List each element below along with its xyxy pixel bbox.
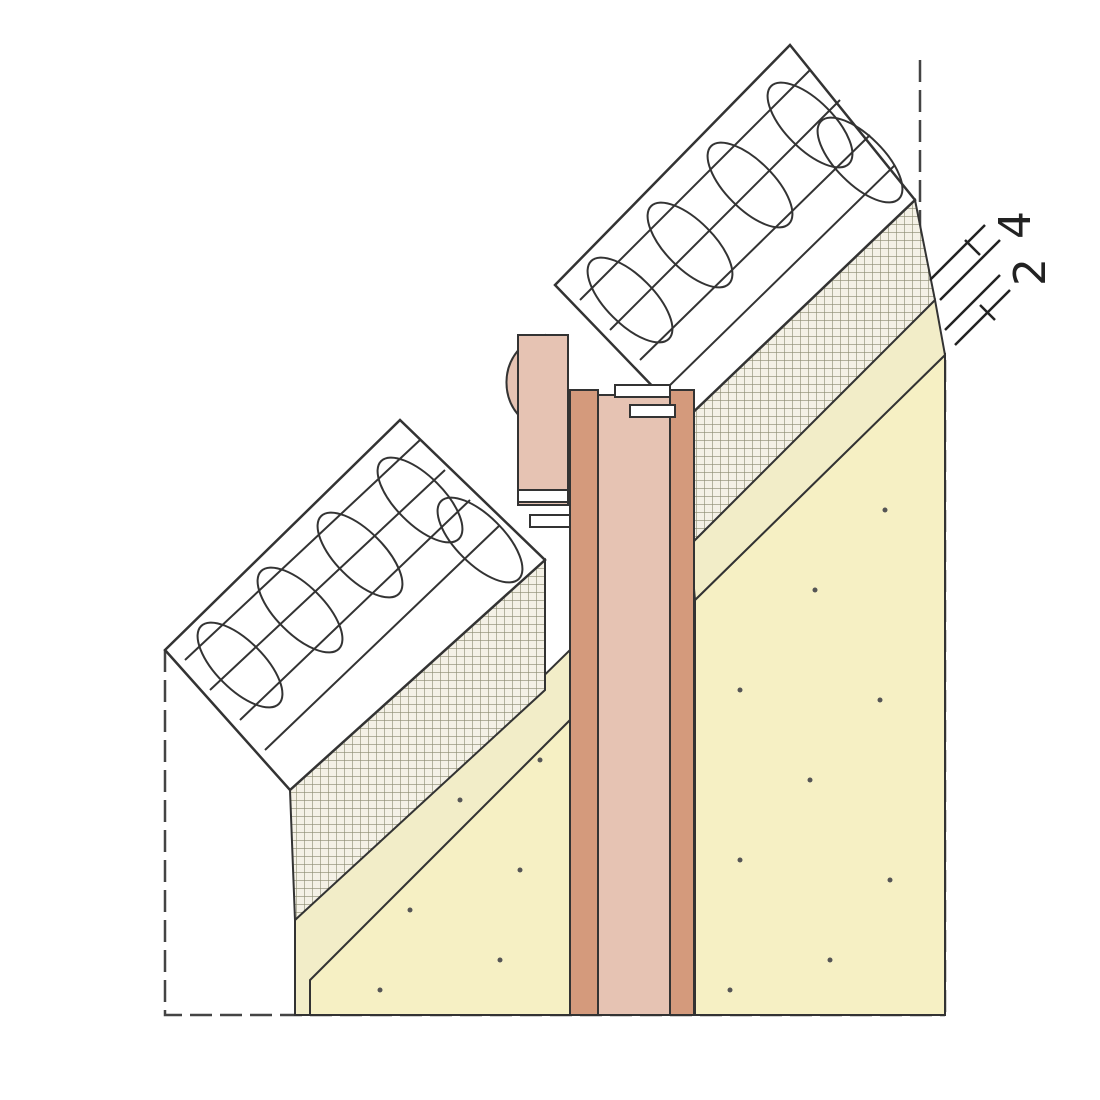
profile-center [597, 394, 671, 1016]
left-insulation-pattern [184, 439, 524, 751]
dimension-label-4: 4 [990, 211, 1041, 239]
dimension-label-2: 2 [1005, 258, 1056, 286]
profile-clips [517, 384, 676, 528]
right-insulation-block [553, 43, 917, 422]
left-plaster-dots [377, 757, 543, 993]
profile-left-leg [569, 389, 599, 1016]
right-insulation-pattern [579, 69, 904, 391]
right-plaster-dots [727, 507, 893, 993]
profile-web [517, 334, 569, 506]
left-wall [163, 418, 571, 1016]
right-wall [553, 43, 947, 1016]
left-insulation-block [163, 418, 547, 792]
expansion-joint-profile [505, 333, 695, 1016]
dimension-marks [929, 224, 1011, 346]
profile-right-leg [669, 389, 695, 1016]
